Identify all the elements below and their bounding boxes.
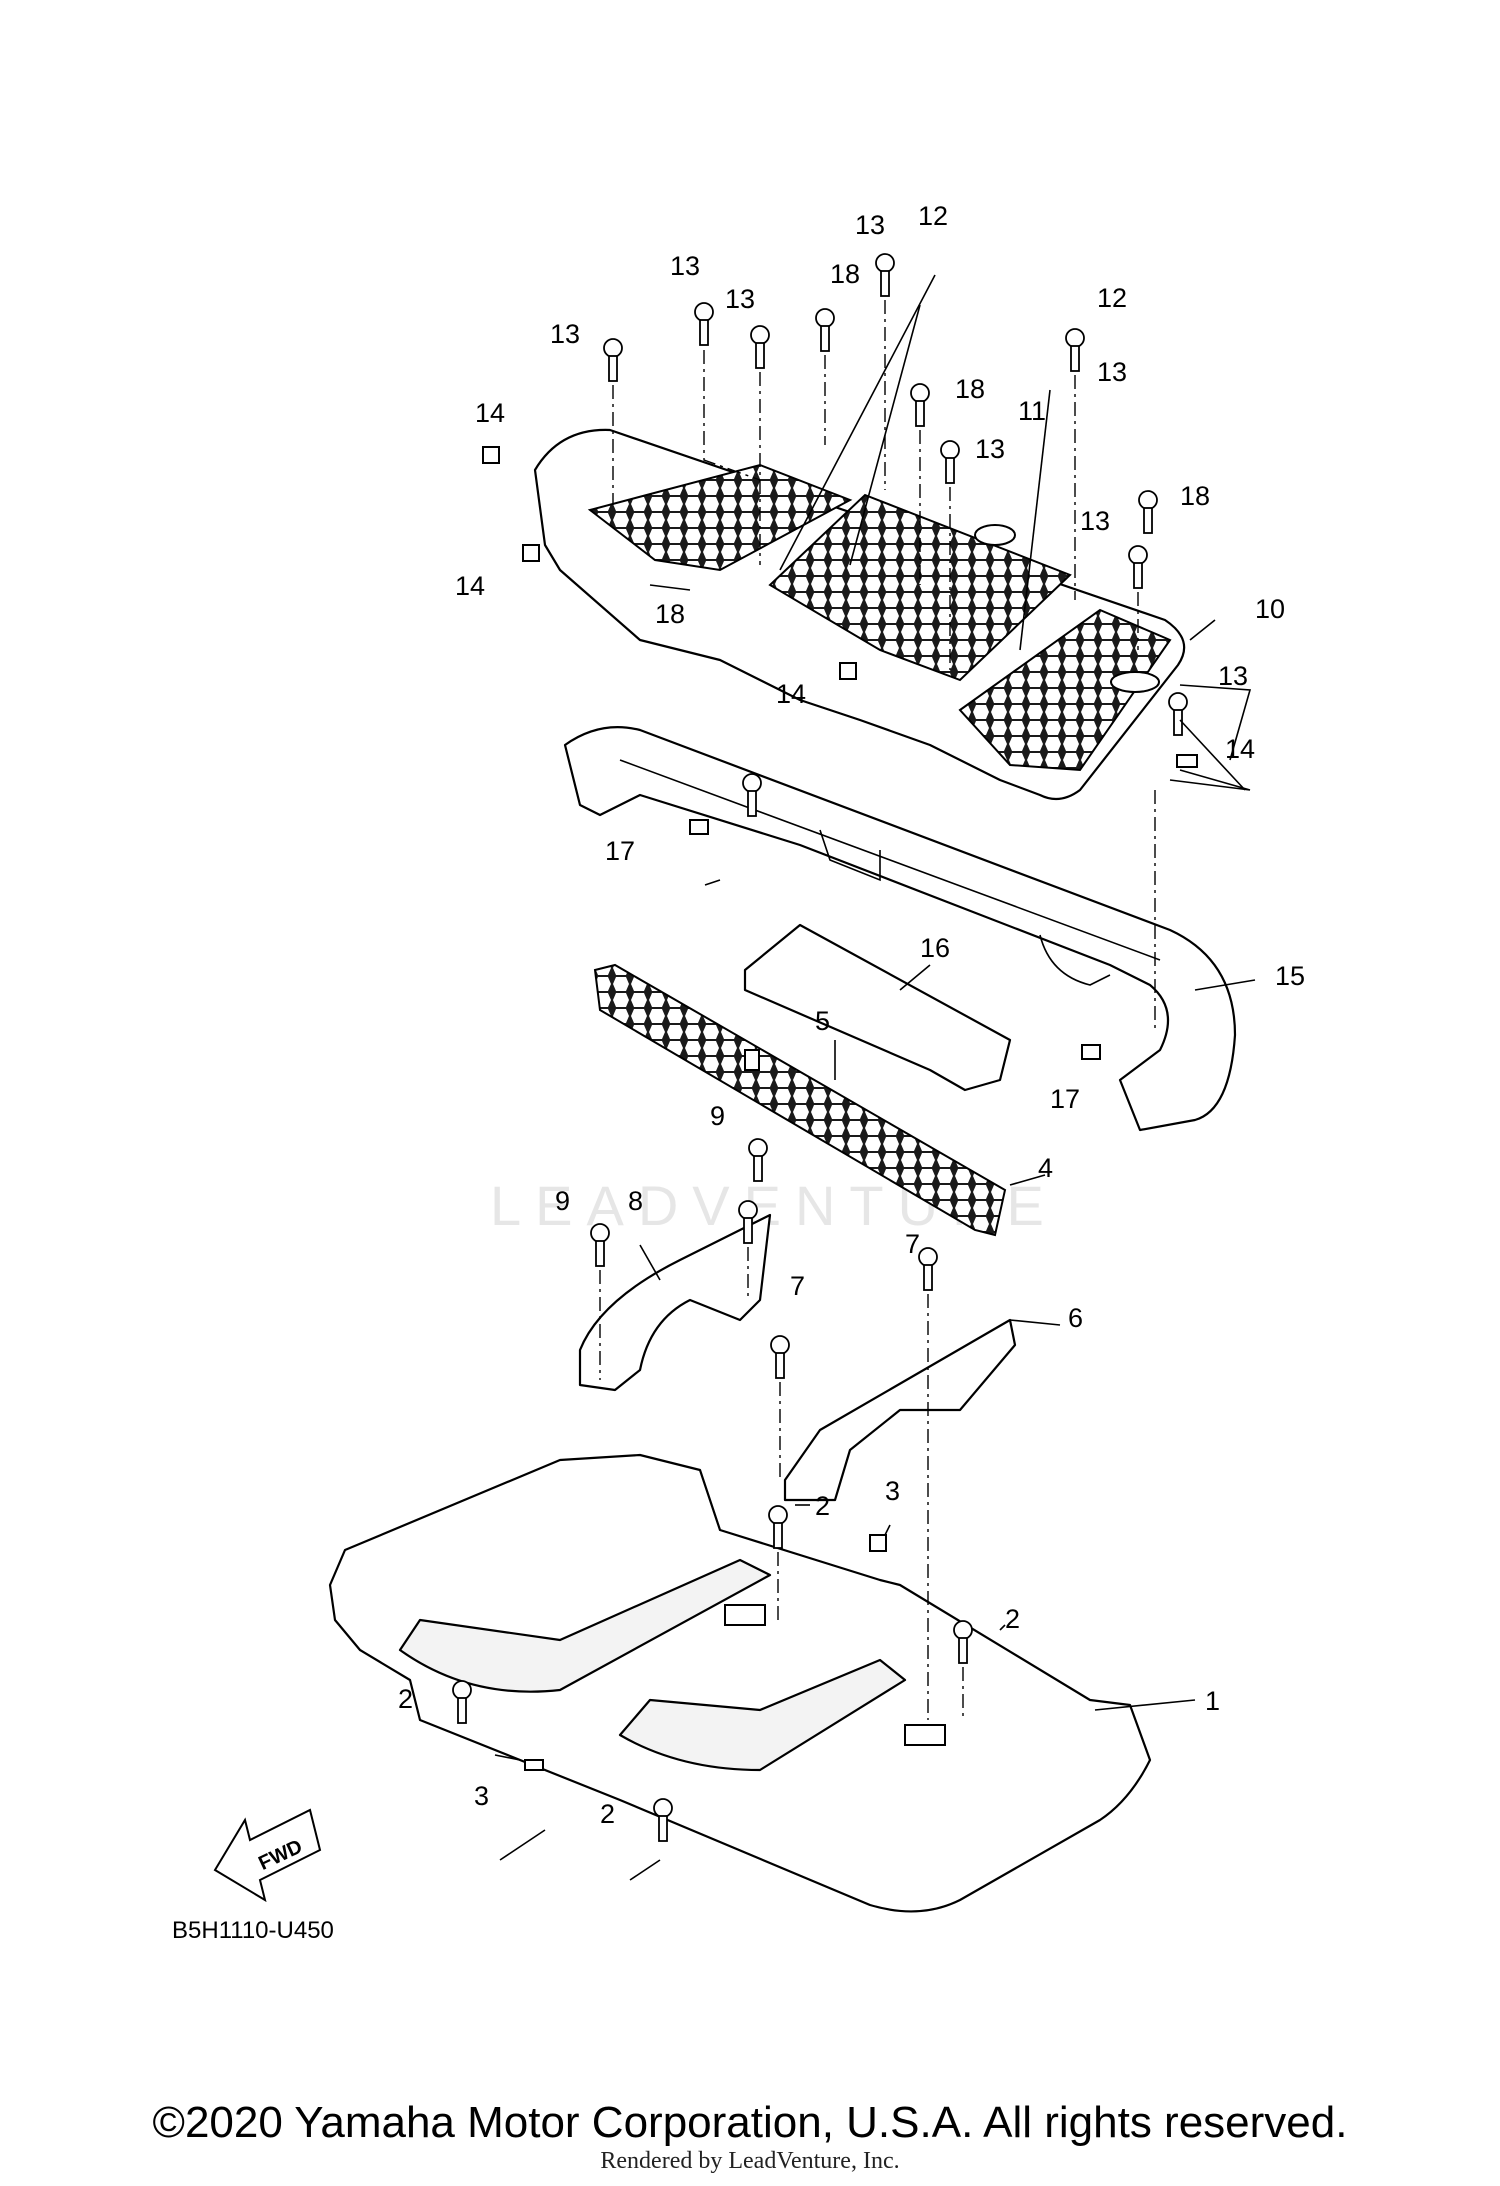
leader-lines (494, 274, 1256, 1881)
callout-2: 2 (398, 1684, 413, 1714)
callout-14: 14 (776, 679, 806, 709)
rendered-by-notice: Rendered by LeadVenture, Inc. (600, 2148, 900, 2174)
callout-18: 18 (830, 259, 860, 289)
callout-7: 7 (790, 1271, 805, 1301)
callout-12: 12 (1097, 283, 1127, 313)
callout-13: 13 (1218, 661, 1248, 691)
callout-15: 15 (1275, 961, 1305, 991)
floor-panel-part[interactable] (328, 1453, 1152, 1913)
callout-13: 13 (975, 434, 1005, 464)
rear-rail-part[interactable] (563, 726, 1237, 1132)
callout-14: 14 (1225, 734, 1255, 764)
callout-18: 18 (955, 374, 985, 404)
callout-7: 7 (905, 1229, 920, 1259)
stay-left-part[interactable] (578, 1213, 772, 1392)
mesh-panel-part[interactable] (593, 963, 1007, 1237)
diagram-code: B5H1110-U450 (172, 1917, 334, 1944)
callout-2: 2 (815, 1491, 830, 1521)
fwd-arrow-icon: FWD (213, 1808, 322, 1903)
callout-6: 6 (1068, 1303, 1083, 1333)
callout-17: 17 (1050, 1084, 1080, 1114)
callout-1: 1 (1205, 1686, 1220, 1716)
callout-5: 5 (815, 1006, 830, 1036)
callout-3: 3 (474, 1781, 489, 1811)
callout-9: 9 (710, 1101, 725, 1131)
callout-13: 13 (855, 210, 885, 240)
callout-4: 4 (1038, 1153, 1053, 1183)
callout-14: 14 (455, 571, 485, 601)
callout-13: 13 (725, 284, 755, 314)
callout-3: 3 (885, 1476, 900, 1506)
callout-2: 2 (1005, 1604, 1020, 1634)
callout-8: 8 (628, 1186, 643, 1216)
copyright-notice: ©2020 Yamaha Motor Corporation, U.S.A. A… (152, 2098, 1348, 2147)
callout-13: 13 (1080, 506, 1110, 536)
clip-icon (482, 446, 1198, 1771)
callout-10: 10 (1255, 594, 1285, 624)
bolt-icon (452, 253, 1188, 1842)
callout-16: 16 (920, 933, 950, 963)
callout-17: 17 (605, 836, 635, 866)
cargo-deck-part[interactable] (533, 428, 1186, 801)
callout-12: 12 (918, 201, 948, 231)
callout-18: 18 (1180, 481, 1210, 511)
callout-13: 13 (1097, 357, 1127, 387)
callout-14: 14 (475, 398, 505, 428)
callout-13: 13 (550, 319, 580, 349)
stay-right-part[interactable] (783, 1318, 1017, 1502)
callout-11: 11 (1018, 396, 1046, 426)
callout-18: 18 (655, 599, 685, 629)
callout-9: 9 (555, 1186, 570, 1216)
callout-labels: 1 2 2 2 2 3 3 4 5 6 7 7 8 9 9 10 11 12 1… (398, 201, 1305, 1829)
bracket-part[interactable] (743, 923, 1012, 1092)
callout-2: 2 (600, 1799, 615, 1829)
callout-13: 13 (670, 251, 700, 281)
